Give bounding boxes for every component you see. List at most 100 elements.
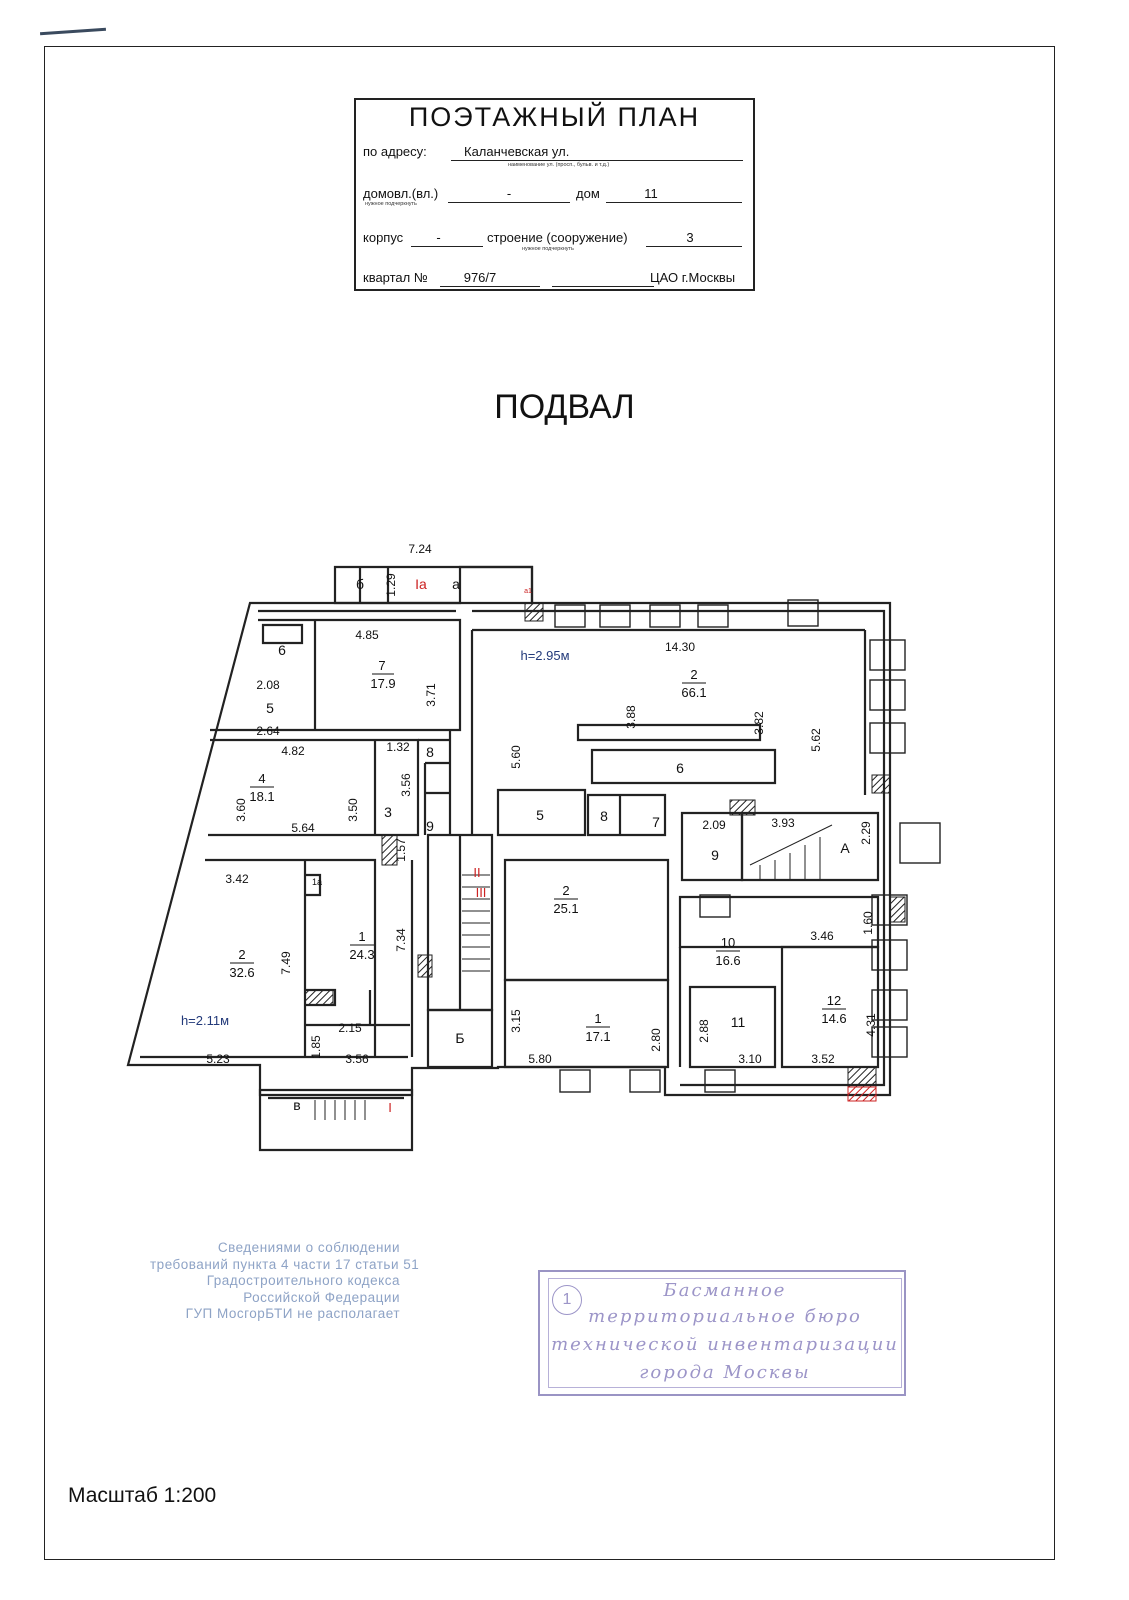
address-underline <box>451 160 743 161</box>
bti-stamp-number: 1 <box>552 1285 582 1315</box>
korpus-underline <box>411 246 483 247</box>
note-line-4: Российской Федерации <box>243 1289 400 1305</box>
plan-label: 2.09 <box>702 818 726 832</box>
plan-label: 4.82 <box>281 744 305 758</box>
plan-label: 5.80 <box>528 1052 552 1066</box>
room-8-7-right <box>586 793 667 837</box>
plan-label: в <box>293 1097 300 1113</box>
note-line-5: ГУП МосгорБТИ не располагает <box>185 1306 400 1321</box>
plan-label: 7 <box>652 814 660 830</box>
stroenie-value: 3 <box>686 230 694 245</box>
bti-line-2: территориальное бюро <box>588 1306 862 1327</box>
plan-label: 14.30 <box>665 640 695 654</box>
bti-stamp <box>538 1270 906 1396</box>
domovl-hint: нужное подчеркнуть <box>365 201 417 207</box>
plan-label: 5 <box>266 700 274 716</box>
plan-label: 5 <box>536 807 544 823</box>
plan-label: 24.3 <box>349 947 374 962</box>
plan-label: 2.80 <box>649 1028 663 1052</box>
plan-label: 5.62 <box>809 728 823 752</box>
plan-label: 3.60 <box>234 798 248 822</box>
plan-label: 25.1 <box>553 901 578 916</box>
plan-label: 5.23 <box>206 1052 230 1066</box>
plan-label: 5.64 <box>291 821 315 835</box>
note-line-1: Сведениями о соблюдении <box>217 1240 400 1255</box>
plan-title: ПОЭТАЖНЫЙ ПЛАН <box>408 102 701 132</box>
plan-label: II <box>473 865 480 880</box>
domovl-value: - <box>506 186 512 201</box>
room-11 <box>688 985 777 1069</box>
bti-stamp-inner <box>548 1278 902 1388</box>
kvartal-underline <box>440 286 540 287</box>
korpus-label: корпус <box>363 230 404 245</box>
height-label-left: h=2.11м <box>181 1013 229 1028</box>
plan-label: 1а <box>312 877 322 887</box>
plan-label: Б <box>455 1030 464 1046</box>
district-underline <box>552 286 654 287</box>
plan-label: 32.6 <box>229 965 254 980</box>
wall-row2 <box>208 738 420 837</box>
plan-label: 2.29 <box>859 821 873 845</box>
windows <box>554 599 941 1093</box>
plan-label: 1.32 <box>386 740 410 754</box>
height-label-main: h=2.95м <box>520 648 569 663</box>
plan-label: 1.29 <box>384 573 398 597</box>
plan-label: б <box>356 576 364 592</box>
note-line-3: Градостроительного кодекса <box>206 1273 400 1288</box>
wall-row1 <box>210 618 462 732</box>
plan-label: 3.88 <box>624 705 638 729</box>
plan-label: 2 <box>562 883 569 898</box>
room-6 <box>261 623 304 645</box>
bti-line-4: города Москвы <box>639 1362 811 1383</box>
plan-label: 2.64 <box>256 724 280 738</box>
plan-label: 2.08 <box>256 678 280 692</box>
annex-bottom <box>258 1088 414 1152</box>
room-B <box>426 1008 494 1069</box>
plan-label: 7.34 <box>394 928 408 952</box>
plan-label: 3.82 <box>752 711 766 735</box>
plan-label: 17.9 <box>370 676 395 691</box>
dom-label: дом <box>576 186 600 201</box>
plan-label: 1.57 <box>394 838 408 862</box>
corner-mark <box>39 27 107 36</box>
plan-label: 11 <box>731 1014 746 1030</box>
plan-label: 6 <box>676 760 684 776</box>
district-value: ЦАО г.Москвы <box>650 270 736 285</box>
plan-label: 1 <box>358 929 365 944</box>
kvartal-label: квартал № <box>363 270 428 285</box>
plan-label: I <box>388 1100 392 1115</box>
plan-label: 3 <box>384 804 392 820</box>
floor-title: ПОДВАЛ <box>494 388 635 426</box>
plan-label: 1 <box>594 1011 601 1026</box>
room-10 <box>678 895 880 949</box>
plan-label: 3.10 <box>738 1052 762 1066</box>
plan-label: 9 <box>711 847 719 863</box>
plan-label: а <box>452 576 460 592</box>
room-2-center <box>503 858 670 982</box>
basement-floor-plan: h=2.95м h=2.11м 7.24 1.29 4.85 3.71 2.08… <box>126 542 941 1152</box>
plan-label: 3.71 <box>424 683 438 707</box>
plan-label: 7.49 <box>279 951 293 975</box>
plan-label: а1 <box>524 588 532 595</box>
address-hint: наименование ул. (просп., бульв. и т.д.) <box>508 162 610 168</box>
plan-label: 3.52 <box>811 1052 835 1066</box>
room-areas: 7 17.9 4 18.1 2 32.6 1 24.3 2 66.1 2 25.… <box>229 658 846 1044</box>
scale-label: Масштаб 1:200 <box>68 1484 217 1507</box>
plan-label: 1.85 <box>309 1035 323 1059</box>
dom-underline <box>606 202 742 203</box>
room-A-stair <box>740 811 880 882</box>
plan-label: 3.56 <box>399 773 413 797</box>
plan-label: 3.46 <box>810 929 834 943</box>
plan-label: 4.85 <box>355 628 379 642</box>
stroenie-label: строение (сооружение) <box>487 230 628 245</box>
plan-label: Ia <box>415 576 427 592</box>
room-12 <box>780 945 880 1069</box>
plan-label: III <box>476 885 487 900</box>
sheet-frame <box>44 46 1055 1560</box>
compliance-note: Сведениями о соблюдении требований пункт… <box>150 1240 419 1323</box>
plan-label: А <box>840 840 850 856</box>
stair-treads <box>314 824 833 1120</box>
title-block: ПОЭТАЖНЫЙ ПЛАН по адресу: Каланчевская у… <box>354 98 755 291</box>
plan-label: 17.1 <box>585 1029 610 1044</box>
plan-label: 7.24 <box>408 542 432 556</box>
